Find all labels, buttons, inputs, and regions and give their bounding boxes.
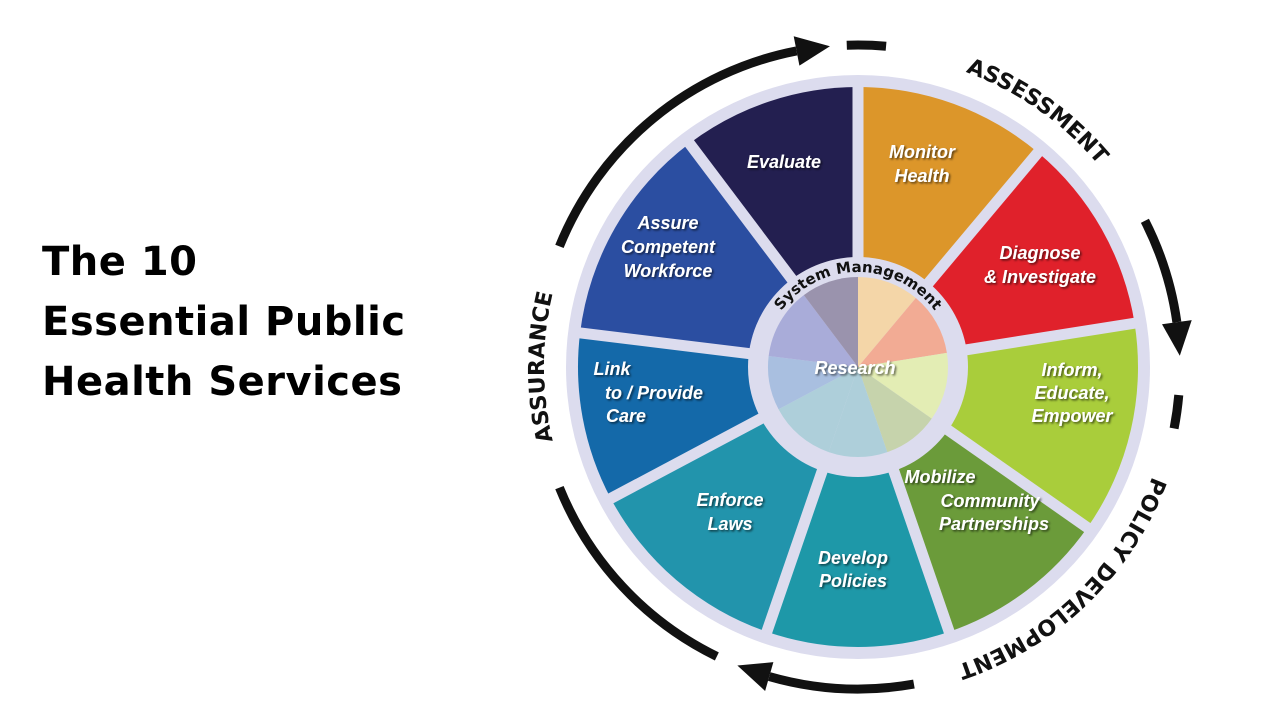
research-slice <box>858 352 949 419</box>
service-label: Community <box>941 491 1041 511</box>
arrowhead-icon <box>793 36 830 66</box>
cycle-arrows <box>555 36 1192 694</box>
service-label: Monitor <box>889 142 956 162</box>
research-slice <box>768 295 858 367</box>
slide-title: The 10 Essential Public Health Services <box>42 232 406 412</box>
research-slice <box>778 367 858 453</box>
service-label: Health <box>894 166 949 186</box>
cycle-arc <box>768 672 915 694</box>
service-label: Diagnose <box>999 243 1080 263</box>
research-slice <box>858 367 932 453</box>
service-label: Enforce <box>696 490 763 510</box>
assurance-label: ASSURANCE <box>525 289 559 445</box>
service-label: Mobilize <box>905 467 976 487</box>
service-label: to / Provide <box>605 383 703 403</box>
service-label: Policies <box>819 571 887 591</box>
service-label: Partnerships <box>939 514 1049 534</box>
research-label: Research <box>814 358 895 378</box>
cycle-arc <box>1140 218 1182 323</box>
research-slice <box>803 277 858 367</box>
service-label: Care <box>606 406 646 426</box>
service-label: Laws <box>707 514 752 534</box>
title-line: The 10 <box>42 239 198 285</box>
service-label: Evaluate <box>747 152 821 172</box>
cycle-arc <box>1169 394 1184 430</box>
service-label: Link <box>593 359 631 379</box>
cycle-arc <box>555 485 719 661</box>
service-label: Assure <box>636 213 698 233</box>
service-label: & Investigate <box>984 267 1096 287</box>
arrowhead-icon <box>737 662 774 691</box>
arrowhead-icon <box>1162 320 1192 356</box>
service-label: Develop <box>818 548 888 568</box>
research-slice <box>858 277 916 367</box>
service-label: Competent <box>621 237 716 257</box>
title-line: Health Services <box>42 359 403 405</box>
service-segment <box>766 367 950 647</box>
research-slice <box>858 298 947 367</box>
service-label: Empower <box>1031 406 1113 426</box>
research-core <box>768 277 949 458</box>
research-slice <box>768 356 858 410</box>
title-line: Essential Public <box>42 299 406 345</box>
cycle-arc <box>555 46 798 249</box>
service-label: Inform, <box>1042 360 1103 380</box>
cycle-arc <box>846 40 887 51</box>
service-label: Educate, <box>1034 383 1109 403</box>
research-slice <box>828 367 888 458</box>
service-label: Workforce <box>624 261 713 281</box>
